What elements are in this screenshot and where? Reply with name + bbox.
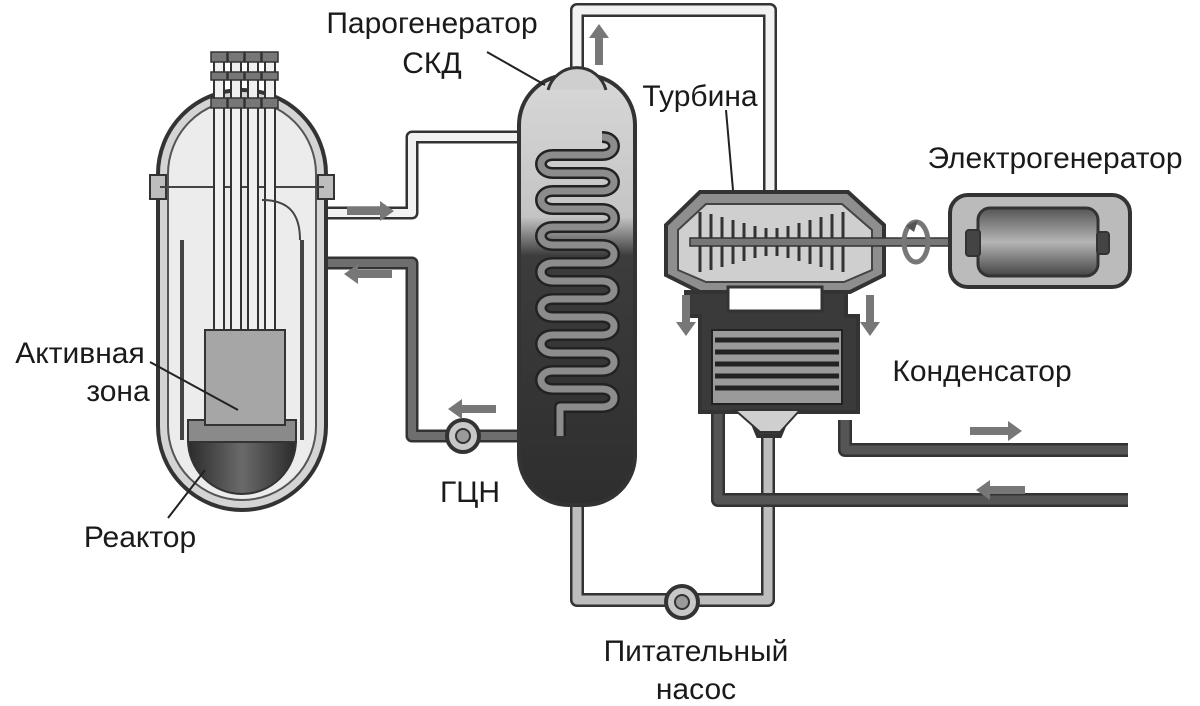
condenser [684,285,860,438]
label-condenser: Конденсатор [892,355,1071,388]
label-feed-pump: Питательный [604,635,789,668]
leader-lines [149,51,734,519]
flow-arrow-icon [976,480,1025,500]
label-main-pump: ГЦН [440,476,500,509]
flow-arrow-icon [676,295,696,336]
label-steam-generator-skd: СКД [402,47,461,80]
electric-generator [948,193,1132,289]
label-active-zone-2: зона [86,375,150,408]
control-rods [210,51,301,331]
turbine [664,190,951,294]
main-circulation-pump [445,418,481,454]
sg-coil [535,131,620,436]
flow-arrow-icon [347,201,394,221]
flow-arrow-icon [589,24,609,65]
cooling-water-outlet [838,420,1128,457]
label-feed-pump-2: насос [656,673,736,706]
label-steam-generator: Парогенератор [326,7,537,40]
label-active-zone: Активная [15,337,144,370]
flow-arrow-icon [970,421,1022,441]
cooling-water-inlet [711,400,1128,507]
steam-generator [517,66,637,507]
flow-arrow-icon [860,295,880,336]
cold-pipe-sg-to-reactor [305,256,560,443]
feed-pump [664,584,700,620]
active-zone [204,329,286,426]
flow-arrow-icon [448,399,496,419]
label-reactor: Реактор [84,521,196,554]
label-turbine: Турбина [642,80,757,113]
rotation-arrow-icon [901,219,931,265]
label-electric-generator: Электрогенератор [927,142,1182,175]
steam-line-sg-to-turbine [570,3,777,200]
flow-arrow-icon [344,264,392,284]
